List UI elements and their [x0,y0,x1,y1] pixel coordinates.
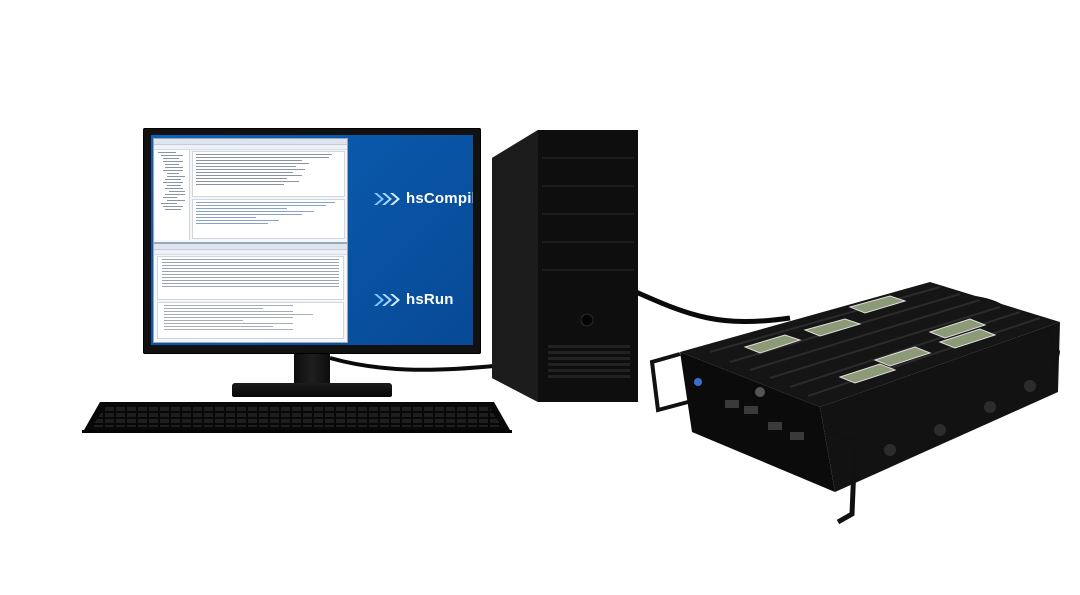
monitor-stand-neck [294,354,330,384]
window-toolbar [154,145,347,150]
power-button-icon [580,313,594,327]
front-rack-ear [829,429,858,525]
double-chevron-right-icon [374,293,400,306]
test-results-table [157,256,344,300]
hscompile-window [153,138,348,243]
tower-vent [548,345,630,378]
hscompile-label: hsCompile [372,190,473,207]
output-log [192,199,345,239]
left-rack-handle [649,352,689,413]
hsrun-text: hsRun [406,291,454,308]
monitor-to-tower-cable [329,356,495,372]
window-titlebar [154,139,347,145]
hsrun-label: hsRun [372,291,454,308]
result-table [192,151,345,197]
front-ports [725,387,804,440]
hardware-appliance [649,282,1061,525]
monitor-screen: hsCompile hsRun [151,135,473,345]
run-output-log [157,302,344,339]
double-chevron-right-icon [374,192,400,205]
keyboard [82,402,512,433]
right-rack-handle [1046,327,1061,373]
hsrun-window [153,243,348,343]
monitor: hsCompile hsRun [143,128,481,354]
fpga-modules [743,295,997,384]
brand-logo-icon [694,378,702,386]
project-tree [155,150,190,240]
hscompile-text: hsCompile [406,190,473,207]
monitor-stand-base [232,383,392,397]
side-fans [884,380,1036,456]
window-titlebar [154,244,347,250]
desktop-tower [492,130,638,402]
window-toolbar [154,250,347,255]
drive-bays [542,157,634,271]
